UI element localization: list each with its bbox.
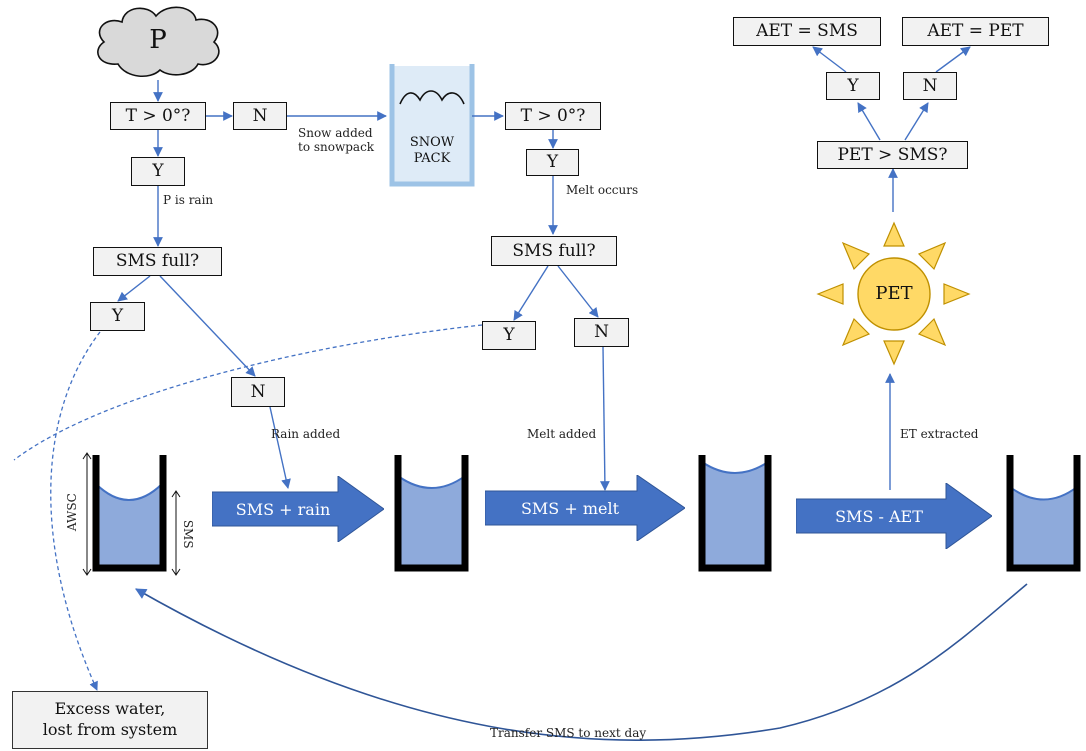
snowpack-surface-icon [399,90,465,105]
excess-water-line1: Excess water, [54,699,166,719]
transfer-arrow [135,583,1028,741]
sms-full-rain-no: N [231,377,285,407]
arrow-smsfull-to-n [159,275,256,377]
snowpack-label: SNOW PACK [396,126,468,176]
arrow-check-to-n [904,102,929,141]
sms-full-melt-yes: Y [482,321,536,350]
excess-path-melt [13,324,483,461]
soil-moisture-bucket-3 [698,455,772,572]
snowpack-label-line1: SNOW [409,134,455,150]
snowpack-label-line2: PACK [413,151,451,166]
sms-full-check-melt: SMS full? [491,236,617,266]
flow-step-3-label: SMS - AET [835,506,923,526]
temp-check-melt: T > 0°? [505,102,601,130]
temp-check-rain-no: N [233,102,287,130]
temp-check-rain: T > 0°? [110,102,206,130]
temp-check-rain-yes: Y [131,157,185,186]
awsc-label: AWSC [64,493,79,532]
soil-moisture-bucket-1 [82,452,181,576]
snowpack-icon [392,66,472,184]
snow-added-label: Snow added to snowpack [298,126,375,154]
temp-check-melt-yes: Y [526,149,579,176]
sun-icon [816,221,971,366]
flow-arrow-sms-minus-aet: SMS - AET [796,483,992,549]
arrow-smsfull2-to-n [557,265,599,318]
excess-water-box: Excess water, lost from system [12,691,208,749]
aet-equals-pet: AET = PET [902,17,1049,46]
arrow-rain-added [269,406,291,489]
soil-moisture-bucket-4 [1006,455,1081,572]
p-is-rain-label: P is rain [163,193,214,207]
excess-water-line2: lost from system [42,720,178,739]
pet-check-yes: Y [826,72,880,100]
flow-step-1-label: SMS + rain [235,499,331,519]
sms-dimension-label: SMS [181,519,196,549]
flow-arrow-sms-plus-rain: SMS + rain [212,476,384,542]
rain-added-label: Rain added [271,427,341,441]
soil-moisture-bucket-2 [394,455,469,572]
precip-label: P [149,24,167,55]
melt-added-label: Melt added [527,427,597,441]
melt-occurs-label: Melt occurs [566,183,639,197]
pet-greater-than-sms: PET > SMS? [817,141,968,169]
cloud-icon [97,6,220,77]
sms-full-rain-yes: Y [90,302,145,331]
pet-label: PET [875,282,913,304]
excess-path-rain [50,331,101,691]
arrow-n-to-aet-pet [935,46,971,73]
arrow-smsfull-to-y [117,275,151,302]
flow-arrow-sms-plus-melt: SMS + melt [485,475,685,541]
transfer-label: Transfer SMS to next day [490,726,647,740]
aet-equals-sms: AET = SMS [733,17,881,46]
et-extracted-label: ET extracted [900,427,979,441]
sms-full-check-rain: SMS full? [93,247,222,276]
flow-step-2-label: SMS + melt [520,498,620,518]
arrow-smsfull2-to-y [513,265,549,321]
arrow-check-to-y [857,102,881,141]
arrow-melt-added [599,346,610,491]
sms-full-melt-no: N [574,318,629,347]
pet-check-no: N [903,72,957,100]
arrow-y-to-aet-sms [812,46,847,73]
